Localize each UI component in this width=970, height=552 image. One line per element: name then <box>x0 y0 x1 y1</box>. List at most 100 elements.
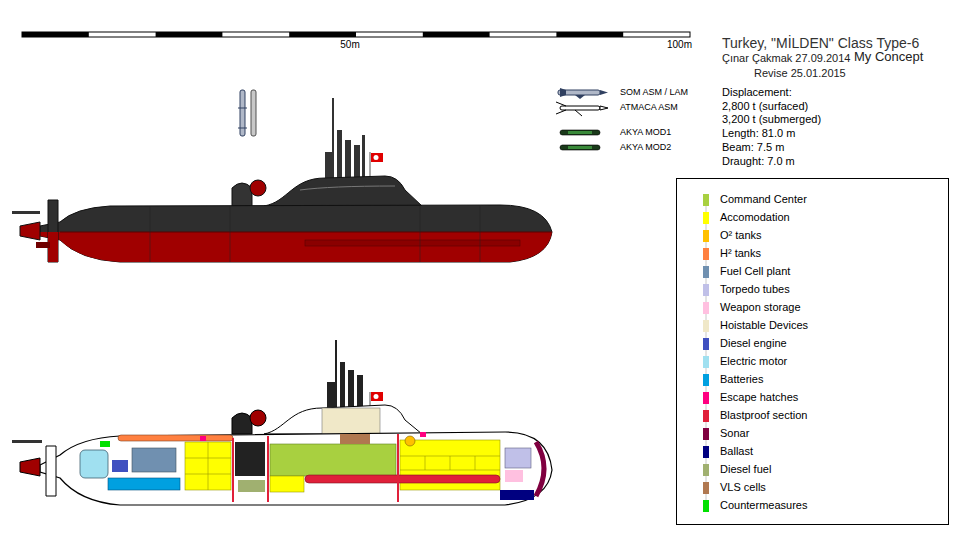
submarine-side-view <box>48 200 58 262</box>
submarine-cutaway <box>505 470 523 482</box>
submarine-cutaway <box>80 450 108 478</box>
submarine-cutaway <box>108 478 180 490</box>
submarine-cutaway <box>132 448 176 472</box>
spec-line: Draught: 7.0 m <box>722 155 795 168</box>
submarine-cutaway <box>20 458 40 476</box>
spec-line: 2,800 t (surfaced) <box>722 100 808 113</box>
legend-swatch <box>703 428 709 440</box>
vertical-missile-icon <box>238 90 256 136</box>
legend-swatch <box>703 356 709 368</box>
legend-swatch <box>703 266 709 278</box>
submarine-cutaway <box>112 460 128 472</box>
missile-icon <box>556 102 582 116</box>
spec-line: Displacement: <box>722 86 792 99</box>
vertical-missile-icon <box>251 90 256 136</box>
submarine-cutaway <box>118 435 233 441</box>
legend-swatch <box>703 302 709 314</box>
submarine-cutaway <box>12 340 552 505</box>
author-date: Çınar Çakmak 27.09.2014 <box>722 52 850 65</box>
vertical-missile-icon <box>238 108 247 128</box>
submarine-side-view <box>370 152 371 180</box>
submarine-cutaway <box>250 410 266 426</box>
scale-bar <box>556 32 623 37</box>
legend-label: H² tanks <box>720 247 761 260</box>
legend-label: Escape hatches <box>720 391 798 404</box>
submarine-side-view <box>345 140 351 178</box>
submarine-side-view <box>40 205 552 262</box>
submarine-cutaway <box>270 444 396 476</box>
submarine-side-view <box>362 135 365 178</box>
submarine-cutaway <box>505 448 531 468</box>
submarine-cutaway <box>357 375 363 408</box>
legend-label: Ballast <box>720 445 753 458</box>
submarine-cutaway <box>233 434 398 502</box>
legend-label: Accomodation <box>720 211 790 224</box>
submarine-cutaway <box>371 392 383 401</box>
legend-swatch <box>703 284 709 296</box>
legend-swatch <box>703 338 709 350</box>
submarine-cutaway <box>235 442 265 476</box>
legend-swatch <box>703 500 709 512</box>
submarine-side-view <box>36 242 50 248</box>
legend-label: VLS cells <box>720 481 766 494</box>
submarine-cutaway <box>348 370 354 408</box>
submarine-cutaway <box>232 413 252 434</box>
submarine-side-view <box>300 186 395 190</box>
legend-label: Blastproof section <box>720 409 807 422</box>
submarine-cutaway <box>100 441 110 447</box>
submarine-cutaway <box>12 440 42 443</box>
submarine-side-view <box>40 232 552 262</box>
missile-icon <box>556 102 608 116</box>
torpedo-icon <box>560 130 600 135</box>
legend-swatch <box>703 464 709 476</box>
title: Turkey, "MİLDEN" Class Type-6 <box>722 35 919 51</box>
submarine-cutaway <box>405 436 415 446</box>
torpedo-icon <box>560 145 600 150</box>
weapon-label: AKYA MOD2 <box>620 142 671 152</box>
legend-panel <box>677 179 949 525</box>
submarine-side-view <box>325 152 333 178</box>
submarine-side-view <box>337 130 342 178</box>
missile-icon <box>558 88 608 99</box>
spec-line: Beam: 7.5 m <box>722 141 784 154</box>
scale-bar <box>423 32 490 37</box>
spec-line: Length: 81.0 m <box>722 127 795 140</box>
legend-swatch <box>703 392 709 404</box>
legend-panel <box>677 179 949 525</box>
legend-swatch <box>703 410 709 422</box>
scale-bar <box>156 32 223 37</box>
submarine-cutaway <box>327 382 335 408</box>
submarine-cutaway <box>46 446 56 496</box>
legend-label: Weapon storage <box>720 301 801 314</box>
legend-label: Hoistable Devices <box>720 319 808 332</box>
legend-swatch <box>703 248 709 260</box>
legend-label: Batteries <box>720 373 763 386</box>
spec-line: 3,200 t (submerged) <box>722 113 821 126</box>
submarine-cutaway <box>185 442 231 490</box>
legend-label: Sonar <box>720 427 749 440</box>
legend-label: Torpedo tubes <box>720 283 790 296</box>
submarine-side-view <box>264 176 422 206</box>
submarine-side-view <box>371 153 383 162</box>
submarine-side-view <box>374 155 379 160</box>
submarine-cutaway <box>335 340 337 408</box>
submarine-side-view <box>354 145 360 178</box>
submarine-cutaway <box>185 442 231 490</box>
submarine-cutaway <box>270 476 304 492</box>
legend-label: Electric motor <box>720 355 787 368</box>
legend-label: O² tanks <box>720 229 762 242</box>
submarine-side-view <box>305 240 520 246</box>
missile-icon <box>600 90 608 95</box>
legend-label: Countermeasures <box>720 499 807 512</box>
torpedo-icon <box>568 146 592 149</box>
torpedo-icon <box>560 130 600 135</box>
submarine-cutaway <box>420 432 426 437</box>
missile-icon <box>600 106 608 110</box>
submarine-cutaway <box>40 432 552 505</box>
submarine-side-view <box>12 98 552 262</box>
submarine-side-view <box>250 180 266 196</box>
submarine-cutaway <box>536 442 544 496</box>
submarine-cutaway <box>340 362 345 408</box>
legend-swatch <box>703 374 709 386</box>
